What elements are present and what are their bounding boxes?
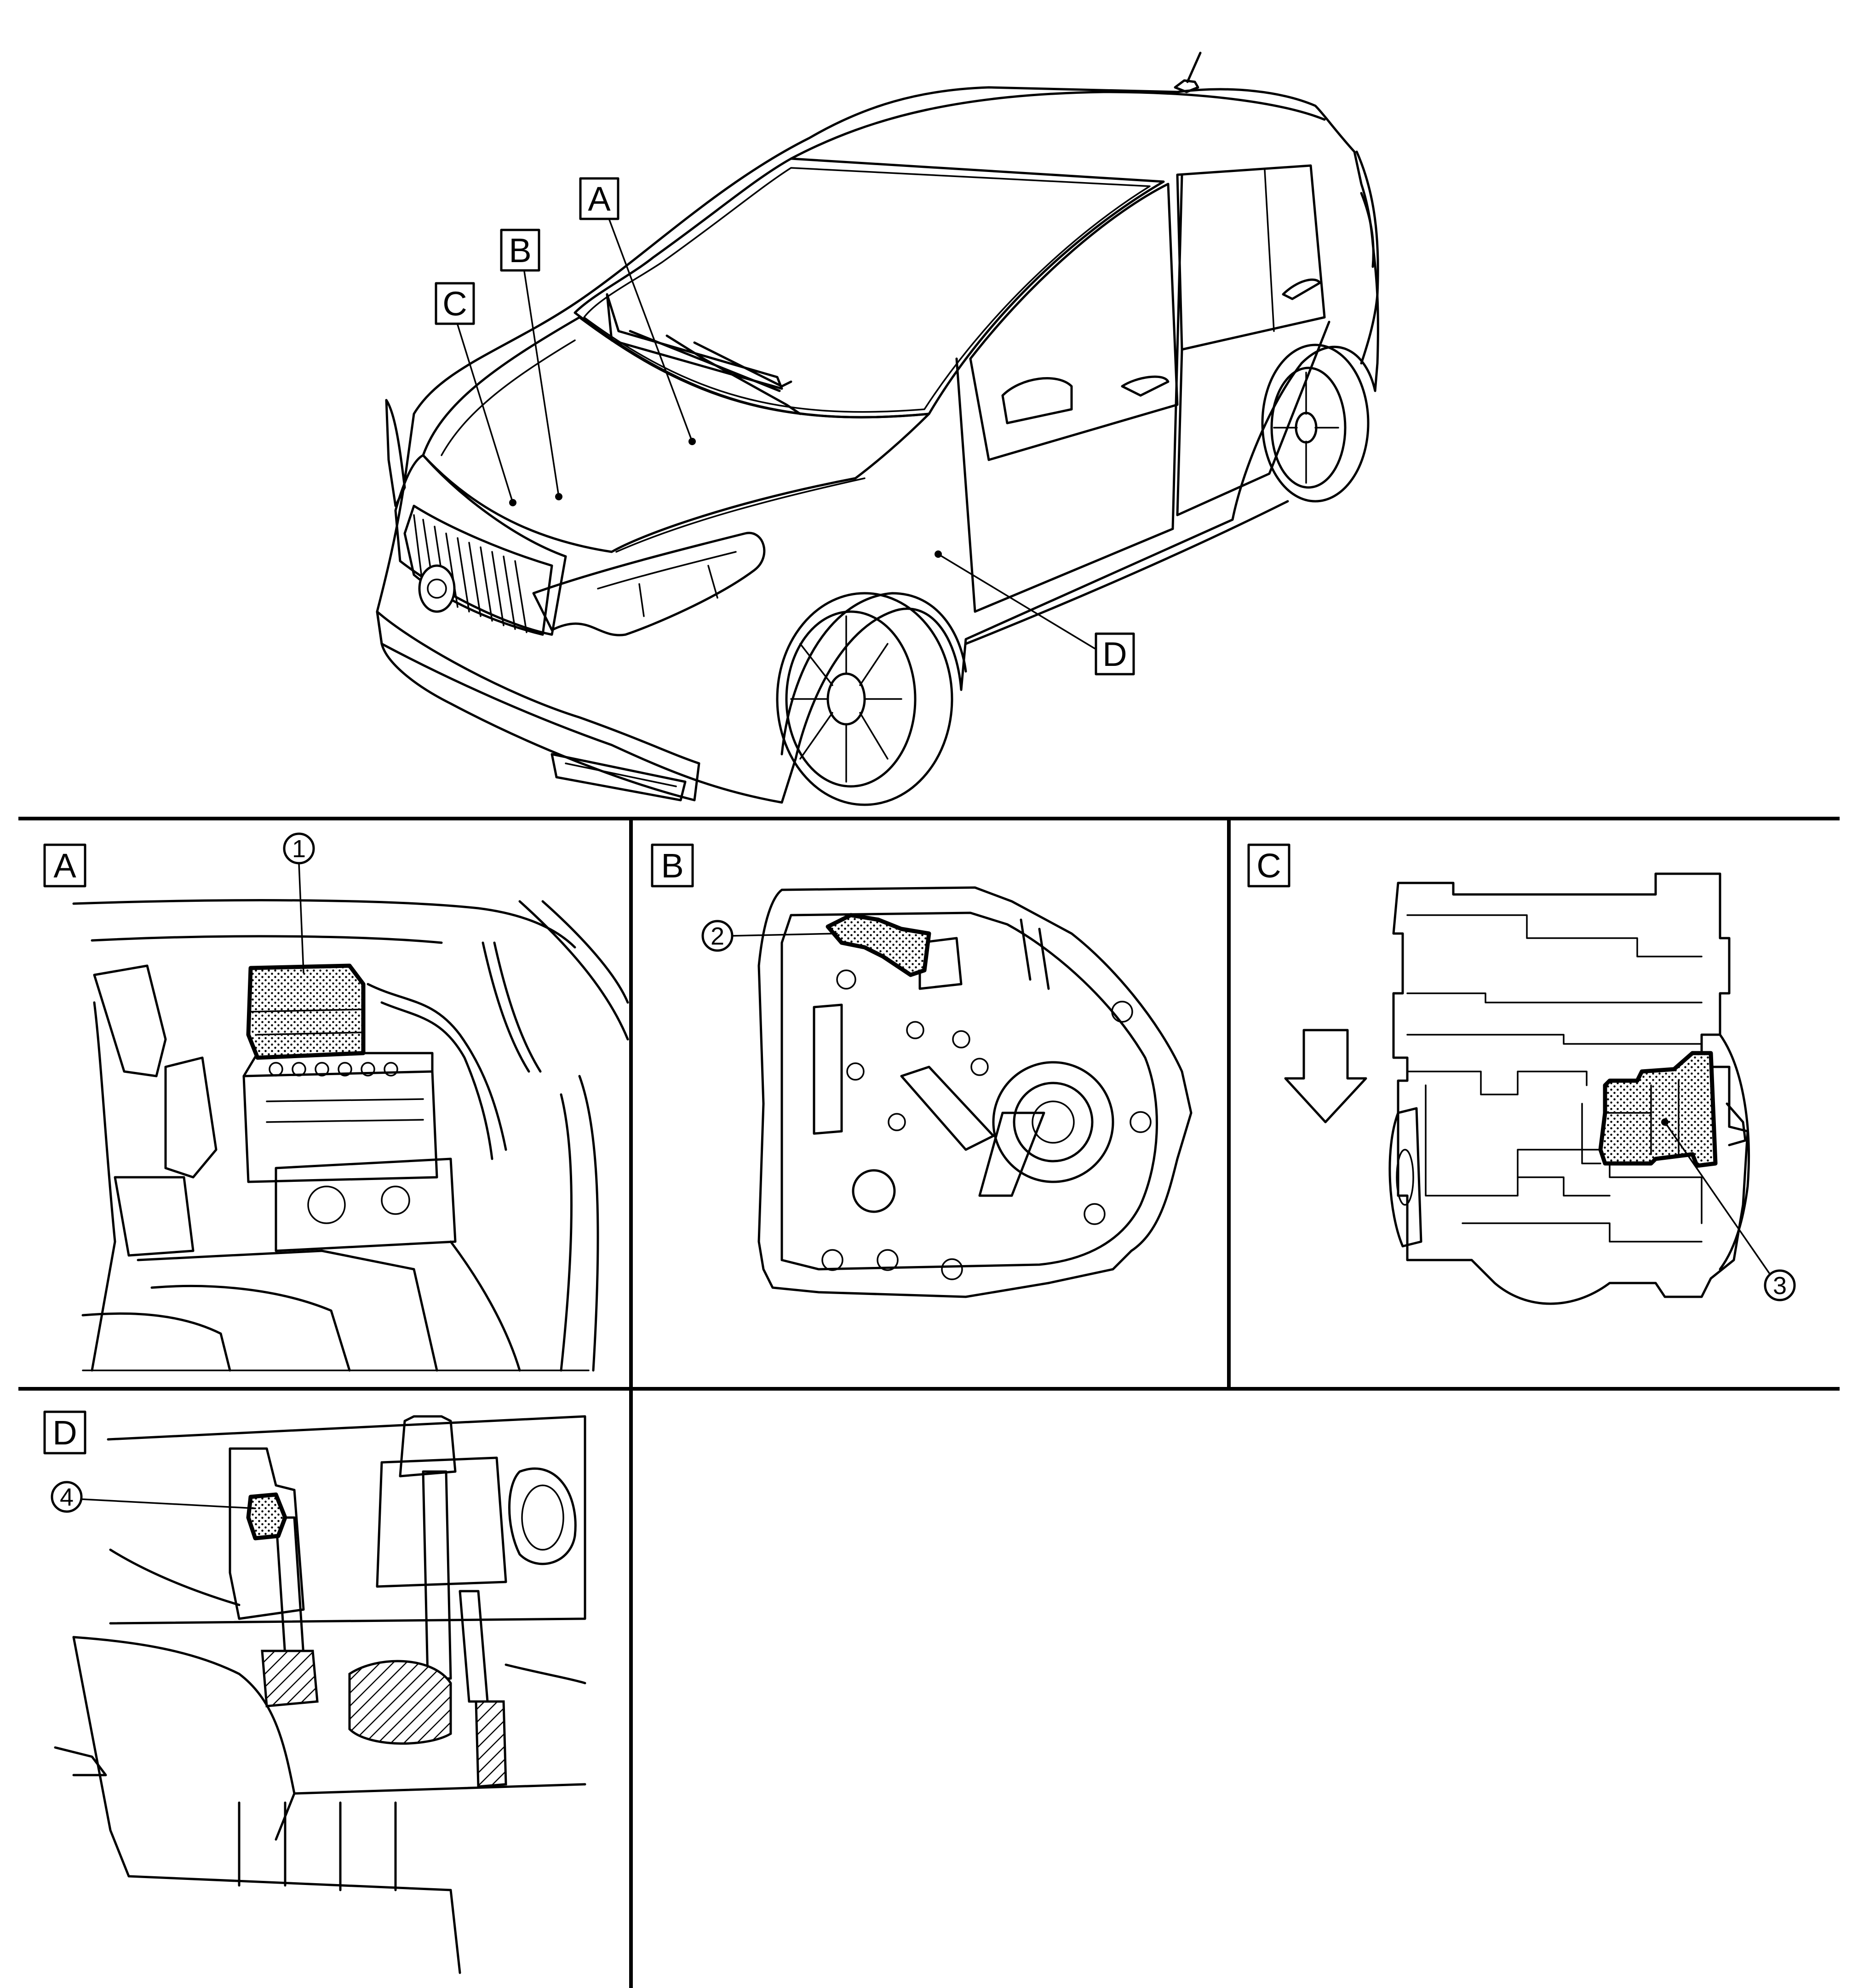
hood	[422, 316, 930, 553]
output-shaft-housing	[992, 1061, 1114, 1183]
front-bumper	[376, 610, 700, 802]
leader-dot-D	[935, 550, 942, 558]
front-door-handle	[1121, 375, 1170, 397]
panel-D: D 4	[43, 1410, 586, 1974]
down-arrow-icon	[1284, 1029, 1367, 1123]
engine-top	[275, 1157, 457, 1252]
front-door-window	[969, 183, 1179, 461]
rear-door-window	[1176, 164, 1326, 351]
svg-text:3: 3	[1773, 1272, 1787, 1300]
leader-dot-C	[509, 499, 516, 506]
front-fender-arch	[780, 592, 967, 756]
callout-circle-3	[1764, 1269, 1796, 1301]
brake-pedal-arm	[422, 1470, 452, 1680]
brake-pedal-pad	[348, 1660, 452, 1745]
panel-grid	[18, 817, 1840, 1988]
panel-label-A: A	[53, 847, 76, 885]
svg-text:D: D	[1102, 635, 1127, 673]
rear-wheel	[1270, 367, 1347, 489]
svg-text:C: C	[442, 285, 467, 323]
overview-label-A: A	[579, 177, 619, 220]
overview-label-D: D	[1095, 632, 1135, 676]
front-door	[955, 173, 1183, 613]
side-mirror	[1001, 377, 1073, 424]
headlight-left	[385, 399, 406, 507]
crank-pulley	[1388, 1107, 1422, 1248]
brake-booster-bracket	[376, 1456, 507, 1588]
vehicle-overview: A B C D	[376, 52, 1379, 806]
leader-dot-A	[688, 438, 696, 445]
svg-text:4: 4	[60, 1484, 74, 1511]
emblem-icon	[418, 564, 456, 613]
highlighted-component-4	[246, 1492, 287, 1541]
highlighted-component-3	[1598, 1051, 1718, 1168]
windshield	[573, 157, 1165, 418]
accelerator-pedal-pad	[475, 1700, 507, 1788]
clutch-pedal-pad	[261, 1650, 319, 1707]
panel-C: C 3	[1247, 843, 1796, 1305]
panel-label-D: D	[52, 1414, 77, 1452]
rear-door-handle	[1282, 278, 1321, 300]
callout-circle-4	[51, 1481, 83, 1513]
roof-line	[790, 91, 1326, 160]
rear-tire	[1261, 344, 1370, 503]
car-body-outline	[376, 86, 1379, 804]
overview-label-C: C	[435, 282, 475, 325]
front-wheel	[785, 610, 917, 788]
wire-harness	[367, 983, 507, 1151]
transaxle-case	[757, 886, 1193, 1298]
overview-label-B: B	[500, 229, 540, 272]
svg-text:2: 2	[711, 922, 724, 950]
panel-label-box-C	[1247, 843, 1290, 888]
panel-label-C: C	[1256, 847, 1281, 885]
panel-label-box-B	[651, 843, 694, 888]
wiper-left	[606, 293, 783, 390]
leader-dot-B	[555, 493, 562, 500]
clutch-pedal-arm	[275, 1516, 305, 1657]
front-fascia	[394, 454, 567, 636]
panel-B: B 2	[651, 843, 1193, 1298]
panel-label-box-D	[43, 1410, 86, 1455]
side-sill	[964, 500, 1289, 645]
panel-label-B: B	[661, 847, 683, 885]
svg-text:A: A	[588, 180, 611, 218]
highlighted-component-2	[826, 913, 931, 977]
rear-door	[1176, 321, 1330, 516]
fog-light	[551, 753, 687, 802]
antenna-icon	[1186, 52, 1202, 83]
headlight-right	[532, 532, 766, 636]
panel-A: A 1	[43, 832, 629, 1372]
rear-end	[1355, 150, 1379, 365]
front-tire	[776, 592, 953, 806]
panel-label-box-A	[43, 843, 86, 888]
svg-text:B: B	[509, 231, 531, 269]
svg-text:1: 1	[292, 835, 306, 863]
battery	[242, 1070, 438, 1183]
